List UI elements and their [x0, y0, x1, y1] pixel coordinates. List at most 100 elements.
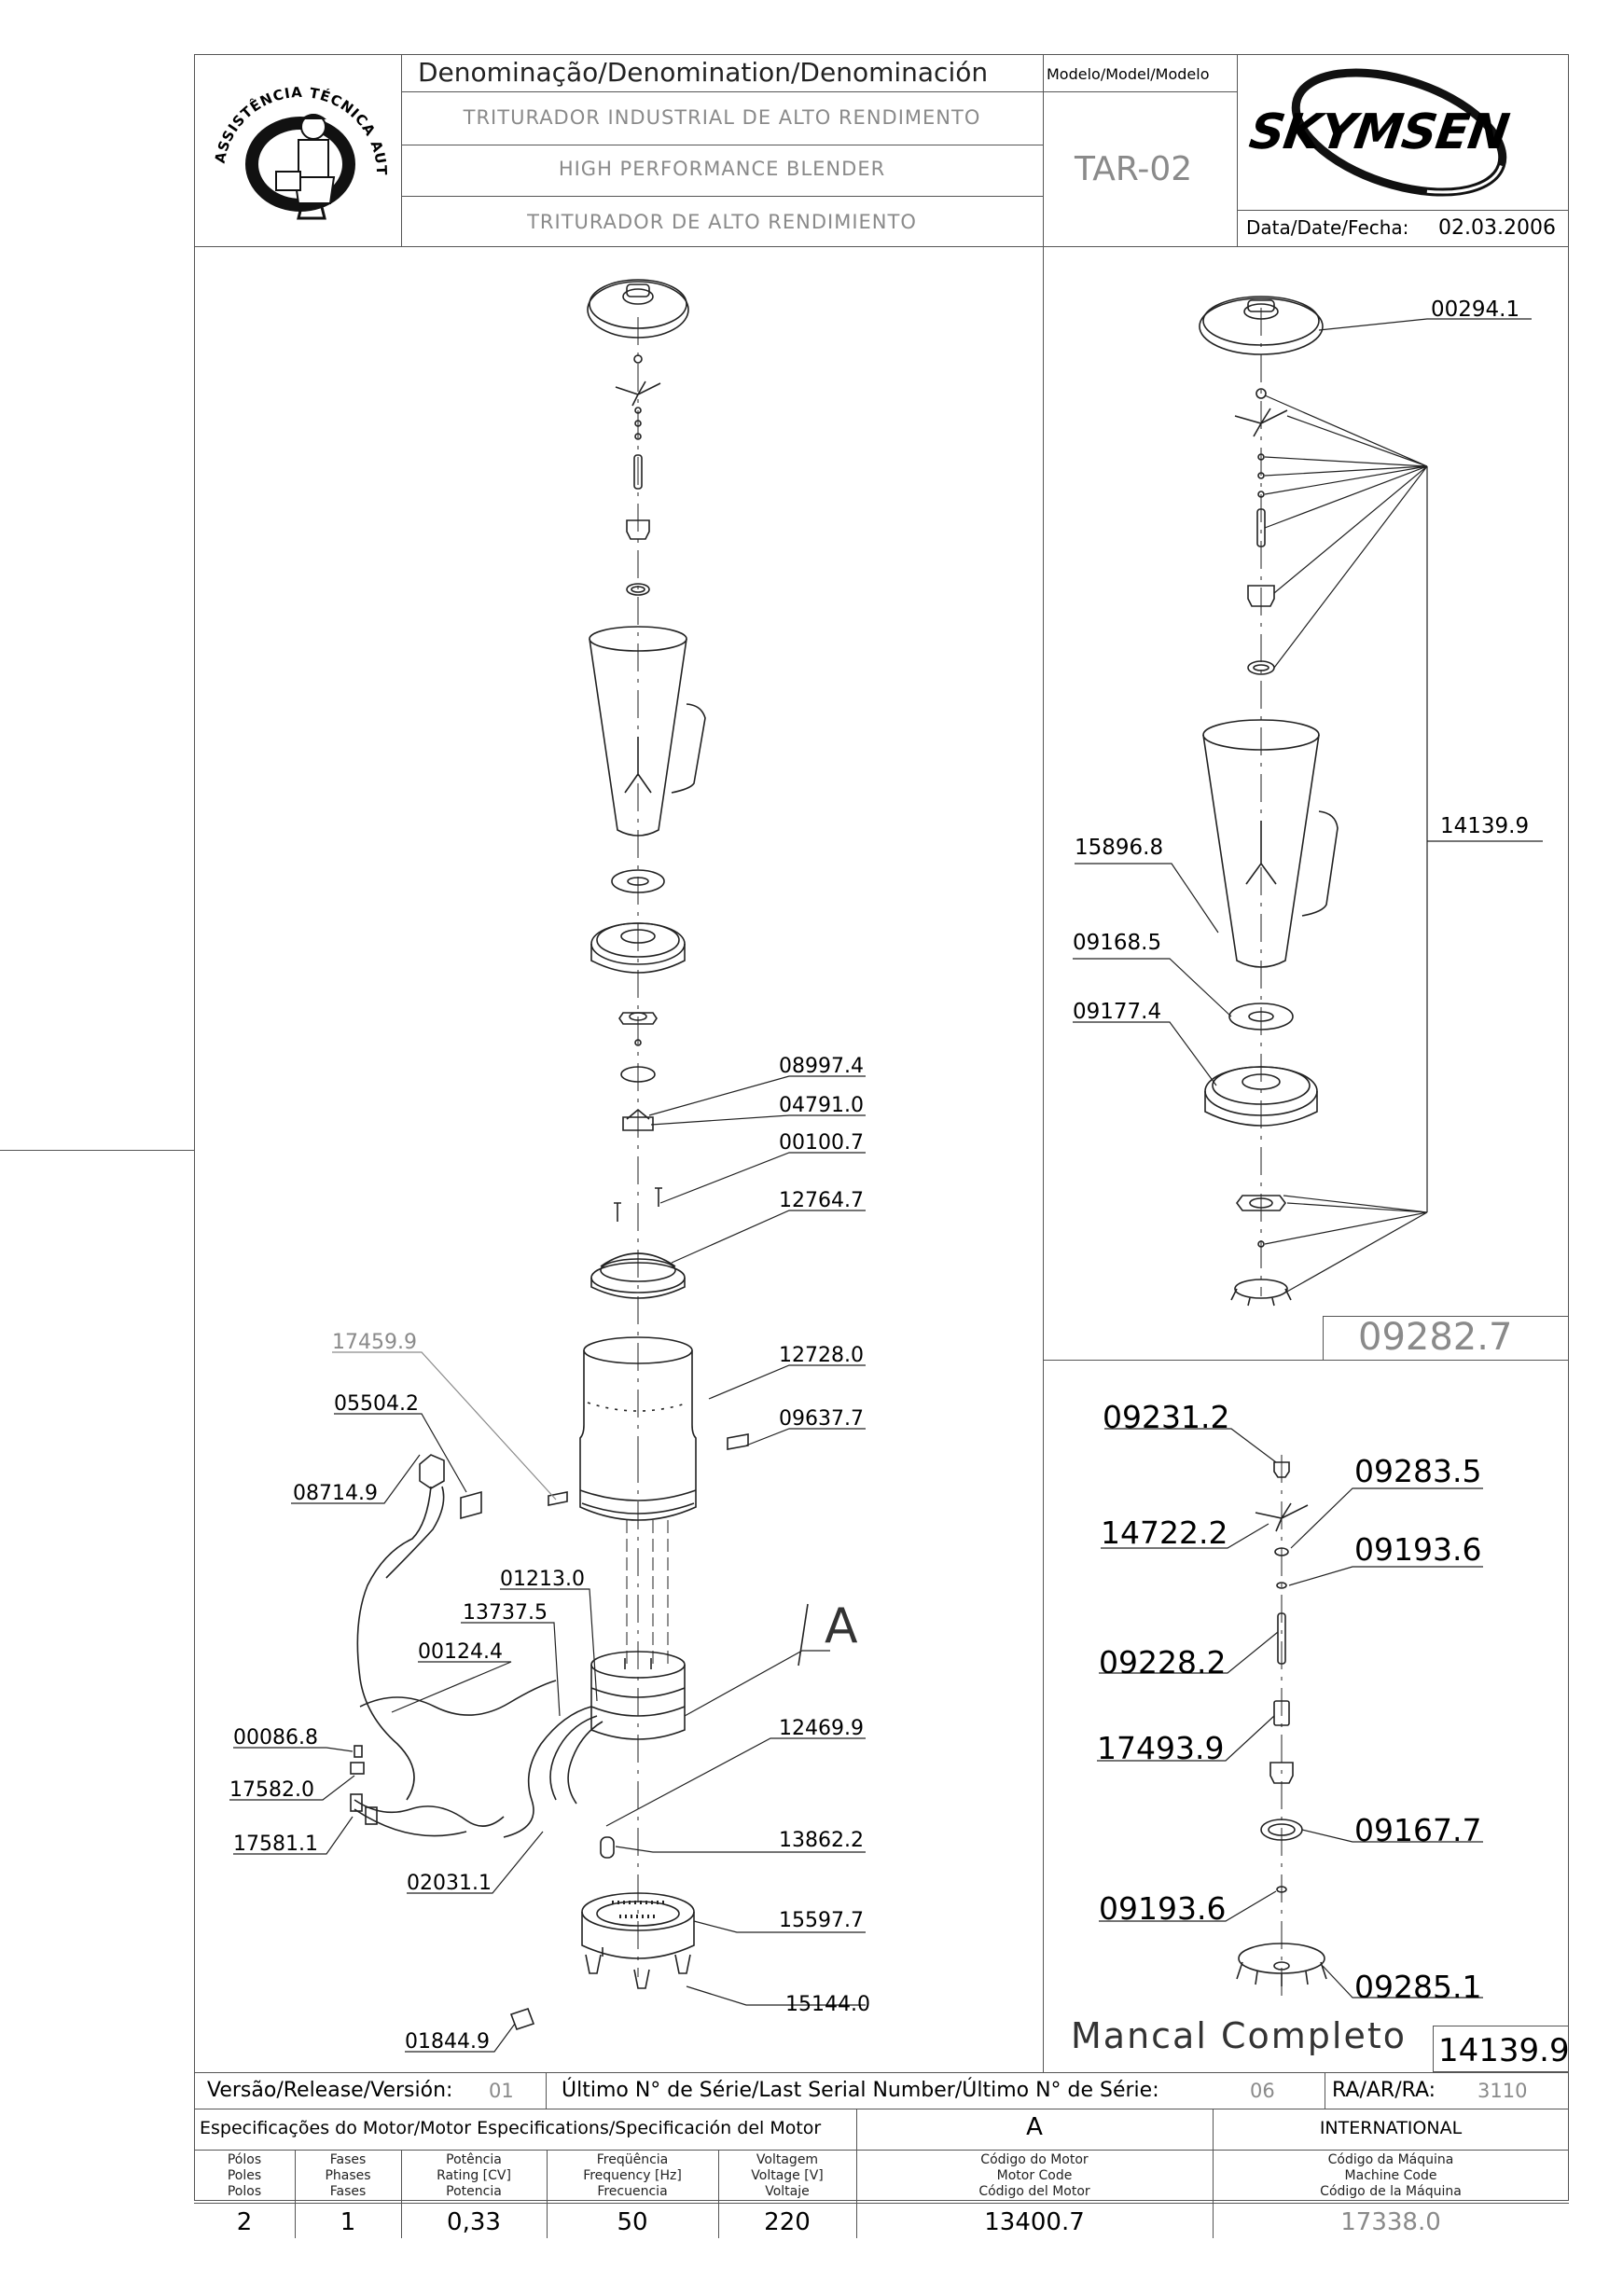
spec-header-phases-pt: Fases: [329, 2152, 367, 2167]
spec-header-frequency-en: Frequency [Hz]: [583, 2168, 682, 2183]
spec-value-poles: 2: [236, 2208, 253, 2236]
assembly-code-box: [1323, 1316, 1569, 1361]
spec-header-rating-es: Potencia: [446, 2184, 502, 2199]
spec-header-machine-code-en: Machine Code: [1344, 2168, 1437, 2183]
part-label-09193-6-b: 09193.6: [1099, 1890, 1227, 1927]
serial-label: Último N° de Série/Last Serial Number/Úl…: [562, 2079, 1159, 2102]
table-top-line: [194, 2072, 1569, 2073]
spec-header-motor-code-pt: Código do Motor: [980, 2152, 1089, 2167]
spec-value-rating: 0,33: [447, 2208, 501, 2236]
part-label-08714-9: 08714.9: [293, 1482, 378, 1505]
part-label-02031-1: 02031.1: [407, 1872, 492, 1895]
part-label-00100-7: 00100.7: [779, 1131, 864, 1155]
spec-header-machine-code-es: Código de la Máquina: [1320, 2184, 1462, 2199]
mancal-title: Mancal Completo: [1071, 2015, 1407, 2056]
part-label-15144-0: 15144.0: [785, 1993, 870, 2016]
spec-col-2-values: [401, 2150, 402, 2238]
product-name-en: HIGH PERFORMANCE BLENDER: [558, 158, 886, 180]
version-divider: [546, 2072, 547, 2109]
part-label-15597-7: 15597.7: [779, 1909, 864, 1932]
mancal-leader-lines: [1097, 1428, 1483, 1999]
part-label-09228-2: 09228.2: [1099, 1644, 1227, 1681]
part-label-01213-0: 01213.0: [500, 1568, 585, 1591]
spec-header-frequency-es: Frecuencia: [597, 2184, 668, 2199]
spec-header-machine-code-pt: Código da Máquina: [1327, 2152, 1454, 2167]
product-name-pt: TRITURADOR INDUSTRIAL DE ALTO RENDIMENTO: [463, 106, 981, 129]
machine-market: INTERNATIONAL: [1319, 2118, 1463, 2138]
part-label-14139-9: 14139.9: [1440, 814, 1530, 838]
table-line-3: [194, 2150, 1569, 2151]
spec-header-frequency-pt: Freqüência: [596, 2152, 669, 2167]
part-label-17459-9: 17459.9: [332, 1331, 417, 1354]
spec-col-6-values: [1213, 2109, 1214, 2238]
part-label-17581-1: 17581.1: [233, 1833, 318, 1856]
sheet-border: [194, 54, 1569, 2201]
right-assembly-parts: [1199, 296, 1339, 1307]
spec-header-voltage-es: Voltaje: [765, 2184, 810, 2199]
spec-header-voltage-en: Voltage [V]: [751, 2168, 824, 2183]
motor-spec-title: Especificações do Motor/Motor Especifica…: [200, 2118, 822, 2138]
part-label-09193-6-a: 09193.6: [1354, 1531, 1482, 1568]
part-label-00294-1: 00294.1: [1431, 297, 1520, 322]
part-label-00086-8: 00086.8: [233, 1726, 318, 1750]
part-label-15896-8: 15896.8: [1075, 836, 1164, 860]
part-label-09231-2: 09231.2: [1103, 1399, 1230, 1435]
left-leader-lines: [229, 1075, 866, 2053]
spec-col-4-values: [718, 2150, 719, 2238]
part-label-12728-0: 12728.0: [779, 1344, 864, 1367]
part-label-08997-4: 08997.4: [779, 1055, 864, 1078]
model-value: TAR-02: [1075, 150, 1193, 188]
spec-value-phases: 1: [340, 2208, 356, 2236]
spec-header-phases-en: Phases: [325, 2168, 371, 2183]
right-leader-lines: [1073, 318, 1543, 1293]
left-exploded-parts: [350, 279, 749, 2031]
part-label-09285-1: 09285.1: [1354, 1969, 1482, 2005]
date-row-line: [1237, 210, 1569, 211]
serial-value: 06: [1250, 2080, 1275, 2102]
part-label-09167-7: 09167.7: [1354, 1812, 1482, 1848]
part-label-17493-9: 17493.9: [1097, 1730, 1225, 1766]
part-label-12764-7: 12764.7: [779, 1189, 864, 1212]
version-label: Versão/Release/Versión:: [207, 2079, 453, 2102]
spec-col-1-values: [295, 2150, 296, 2238]
assembly-code: 09282.7: [1358, 1316, 1513, 1359]
denomination-title: Denominação/Denomination/Denominación: [418, 57, 989, 88]
spec-header-poles-en: Poles: [227, 2168, 262, 2183]
spec-value-voltage: 220: [764, 2208, 811, 2236]
stamp-mascot: ASSISTÊNCIA TÉCNICA AUTORIZADA: [197, 48, 389, 220]
product-name-es: TRITURADOR DE ALTO RENDIMIENTO: [527, 211, 917, 233]
spec-header-rating-pt: Potência: [446, 2152, 502, 2167]
spec-header-phases-es: Fases: [329, 2184, 367, 2199]
part-label-09637-7: 09637.7: [779, 1407, 864, 1431]
spec-col-5-values: [856, 2109, 857, 2238]
ra-value: 3110: [1477, 2080, 1528, 2102]
detail-marker-a: A: [825, 1598, 858, 1654]
spec-header-poles-pt: Pólos: [227, 2152, 262, 2167]
denom-row-line-1: [401, 91, 1237, 92]
part-label-09168-5: 09168.5: [1073, 931, 1162, 955]
motor-marker: A: [1026, 2113, 1043, 2141]
header-bottom-line: [194, 246, 1569, 247]
authorized-service-stamp: ASSISTÊNCIA TÉCNICA AUTORIZADA: [197, 48, 395, 244]
mancal-code: 14139.9: [1438, 2032, 1570, 2069]
part-label-12469-9: 12469.9: [779, 1717, 864, 1740]
model-divider: [1237, 54, 1238, 246]
denom-row-line-3: [401, 196, 1043, 197]
spec-value-motor-code: 13400.7: [984, 2208, 1085, 2236]
date-label: Data/Date/Fecha:: [1246, 216, 1409, 239]
spec-value-frequency: 50: [617, 2208, 648, 2236]
right-panels-divider: [1043, 1360, 1569, 1361]
denomination-divider: [1043, 54, 1044, 246]
model-title: Modelo/Model/Modelo: [1047, 65, 1210, 83]
part-label-05504-2: 05504.2: [334, 1392, 419, 1416]
main-vertical-divider: [1043, 246, 1044, 2072]
sheet-margin-mark: [0, 1150, 194, 1151]
spec-col-3-values: [547, 2150, 548, 2238]
